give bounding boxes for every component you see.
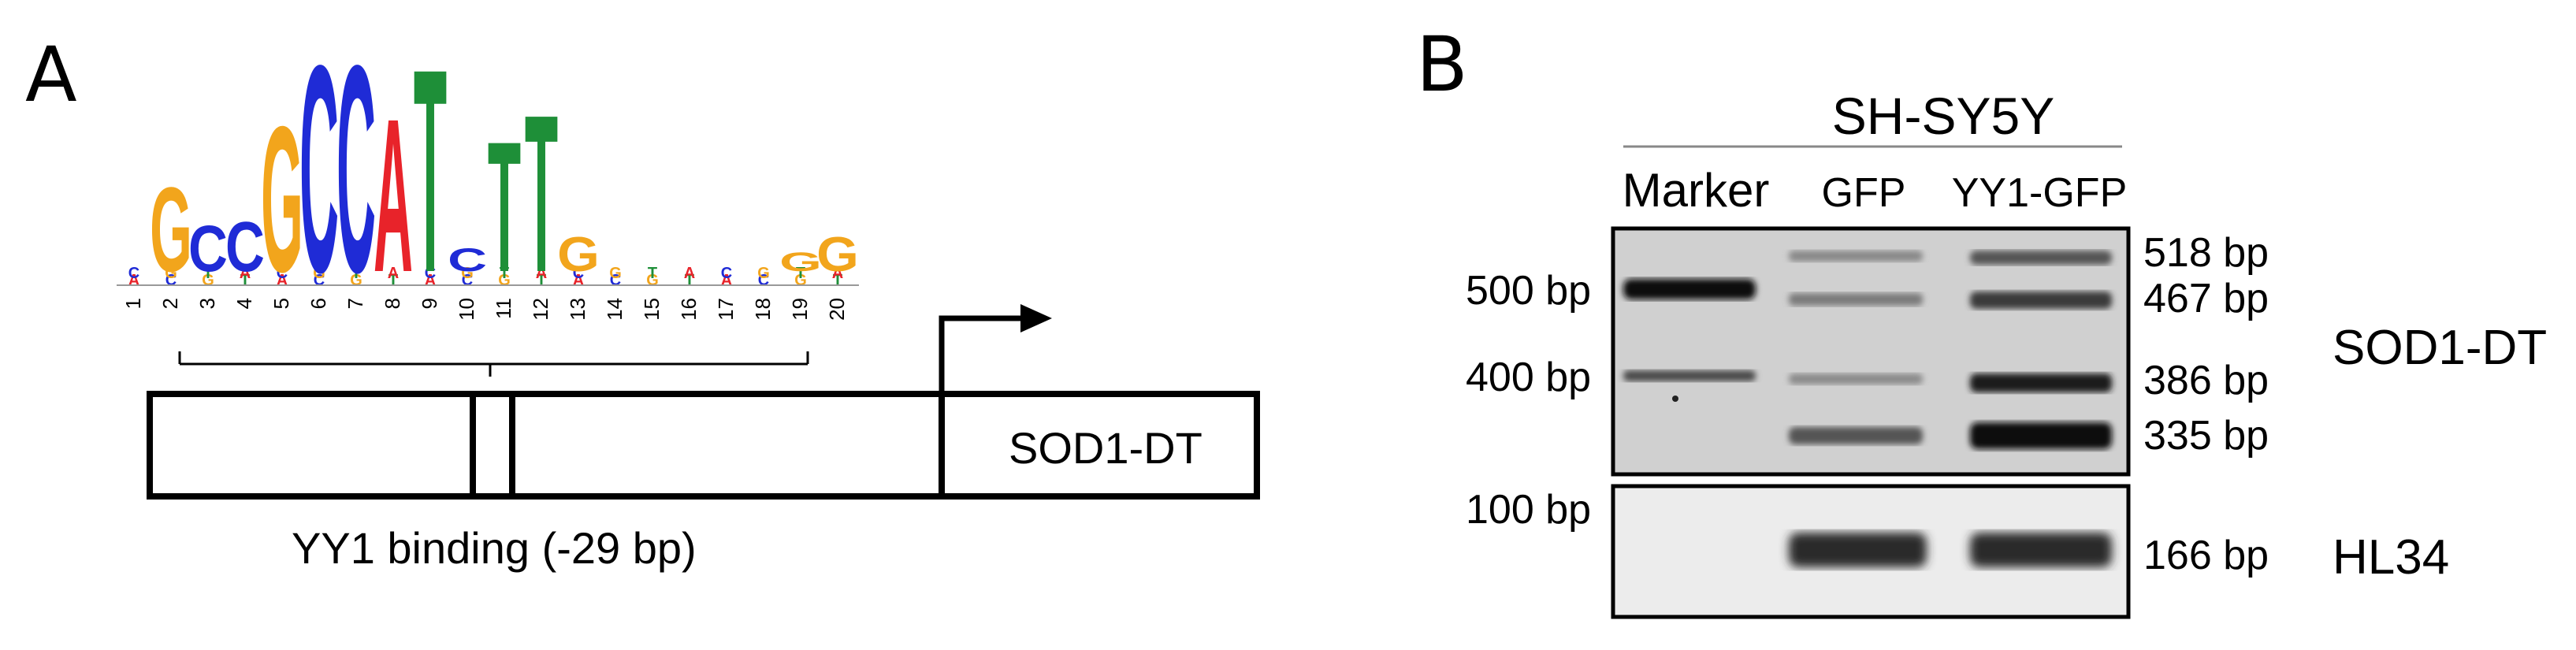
panel-b-letter: B: [1416, 20, 1468, 109]
gene-label-hl34: HL34: [2333, 530, 2449, 585]
logo-minor-letter: C: [128, 265, 139, 282]
logo-minor-letter: A: [388, 265, 399, 282]
logo-minor-letter: C: [425, 265, 436, 282]
logo-minor-letter: G: [165, 265, 177, 282]
logo-letter-t: T: [488, 103, 521, 310]
logo-minor-letter: G: [609, 265, 622, 282]
marker-label-100: 100 bp: [1466, 487, 1591, 533]
logo-minor-letter: T: [648, 265, 657, 282]
logo-letter-g: G: [779, 247, 822, 277]
construct-label: SOD1-DT: [1009, 423, 1203, 473]
transcription-start-arrow: [939, 304, 1052, 394]
logo-minor-letter: C: [721, 265, 732, 282]
logo-minor-letter: G: [313, 265, 325, 282]
band-label-335: 335 bp: [2143, 413, 2269, 459]
lane-label-gfp: GFP: [1822, 170, 1906, 216]
logo-position-number: 13: [566, 298, 589, 321]
logo-minor-letter: A: [684, 265, 695, 282]
logo-minor-letter: G: [461, 265, 474, 282]
gel-top: [1611, 226, 2131, 477]
band-label-518: 518 bp: [2143, 230, 2269, 276]
logo-position-number: 2: [158, 298, 182, 309]
gel-bottom: [1611, 484, 2131, 619]
logo-position-number: 3: [195, 298, 219, 309]
logo-position-number: 17: [714, 298, 738, 321]
logo-letter-c: C: [299, 5, 339, 335]
logo-letter-c: C: [225, 207, 265, 287]
lane-label-yy1-gfp: YY1-GFP: [1952, 170, 2128, 216]
logo-letter-g: G: [150, 163, 192, 297]
logo-minor-letter: C: [277, 265, 288, 282]
gene-label-sod1-dt: SOD1-DT: [2333, 321, 2547, 375]
logo-letter-g: G: [816, 226, 859, 281]
logo-position-number: 5: [269, 298, 293, 309]
band-label-166: 166 bp: [2143, 533, 2269, 578]
cell-line-label: SH-SY5Y: [1832, 87, 2054, 145]
logo-minor-letter: A: [832, 265, 843, 282]
logo-position-number: 16: [677, 298, 701, 321]
logo-position-number: 14: [603, 298, 626, 321]
logo-position-number: 6: [307, 298, 330, 309]
logo-minor-letter: T: [796, 265, 805, 282]
logo-minor-letter: A: [536, 265, 547, 282]
logo-letter-g: G: [261, 83, 303, 316]
logo-position-number: 1: [121, 298, 145, 309]
logo-minor-letter: T: [203, 265, 213, 282]
logo-position-number: 9: [418, 298, 441, 309]
logo-letter-c: C: [188, 213, 228, 286]
logo-position-number: 10: [455, 298, 478, 321]
logo-letter-t: T: [414, 9, 447, 333]
logo-minor-letter: G: [757, 265, 770, 282]
logo-position-number: 20: [825, 298, 849, 321]
marker-label-400: 400 bp: [1466, 355, 1591, 400]
logo-position-number: 4: [232, 298, 256, 309]
logo-position-number: 12: [529, 298, 552, 321]
logo-position-number: 15: [640, 298, 664, 321]
logo-position-number: 19: [788, 298, 812, 321]
marker-label-500: 500 bp: [1466, 268, 1591, 314]
band-label-386: 386 bp: [2143, 358, 2269, 403]
logo-letter-c: C: [336, 5, 376, 335]
band-label-467: 467 bp: [2143, 276, 2269, 321]
promoter-construct-box: [147, 391, 1260, 500]
panel-a-letter: A: [25, 31, 77, 119]
logo-letter-t: T: [525, 68, 558, 319]
logo-position-number: 11: [492, 298, 515, 319]
binding-bracket: [178, 351, 809, 377]
yy1-binding-label: YY1 binding (-29 bp): [292, 523, 697, 573]
logo-letter-c: C: [448, 242, 487, 279]
logo-letter-g: G: [557, 226, 600, 281]
logo-letter-a: A: [374, 73, 413, 318]
logo-position-number: 8: [381, 298, 404, 309]
logo-minor-letter: C: [573, 265, 584, 282]
logo-position-number: 18: [751, 298, 775, 321]
lane-label-marker: Marker: [1623, 164, 1770, 217]
logo-position-number: 7: [344, 298, 367, 309]
logo-minor-letter: A: [240, 265, 251, 282]
logo-minor-letter: T: [500, 265, 509, 282]
logo-minor-letter: T: [351, 265, 361, 282]
